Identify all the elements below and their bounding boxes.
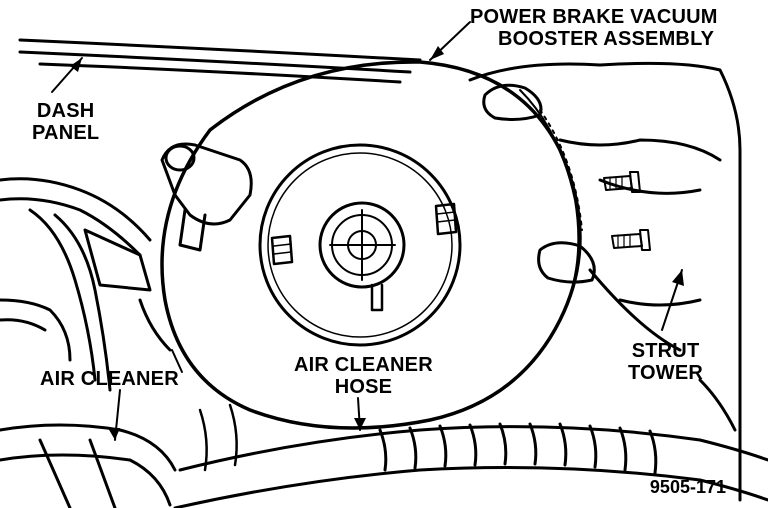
booster-label-line1: POWER BRAKE VACUUM xyxy=(470,6,718,28)
air-cleaner-hose-label-line1: AIR CLEANER xyxy=(294,354,433,376)
strut-tower-label: STRUT TOWER xyxy=(628,340,703,384)
booster-stud-right xyxy=(434,202,458,236)
air-cleaner-label: AIR CLEANER xyxy=(40,368,179,390)
booster-housing xyxy=(160,60,583,430)
mounting-screw-lower xyxy=(611,229,651,251)
air-cleaner-body xyxy=(0,177,177,508)
technician-hand xyxy=(468,61,742,502)
mounting-screw-upper xyxy=(603,171,641,193)
dash-panel-edge xyxy=(18,38,422,84)
dash-panel-label: DASH PANEL xyxy=(32,100,99,144)
air-cleaner-label-text: AIR CLEANER xyxy=(40,368,179,390)
booster-label-line2: BOOSTER ASSEMBLY xyxy=(498,28,715,50)
booster-label: POWER BRAKE VACUUM BOOSTER ASSEMBLY xyxy=(470,6,732,50)
strut-tower-label-line2: TOWER xyxy=(628,362,704,384)
leader-arrowheads xyxy=(70,46,684,440)
check-valve xyxy=(160,142,253,252)
air-cleaner-hose xyxy=(173,403,768,508)
figure-id: 9505-171 xyxy=(649,477,726,497)
booster-stud-left xyxy=(270,234,294,266)
dash-panel-label-line2: PANEL xyxy=(32,122,100,144)
air-cleaner-hose-label-line2: HOSE xyxy=(334,376,393,398)
strut-tower-label-line1: STRUT xyxy=(631,340,700,362)
air-cleaner-hose-label: AIR CLEANER HOSE xyxy=(294,354,433,398)
dash-panel-label-line1: DASH xyxy=(36,100,95,122)
